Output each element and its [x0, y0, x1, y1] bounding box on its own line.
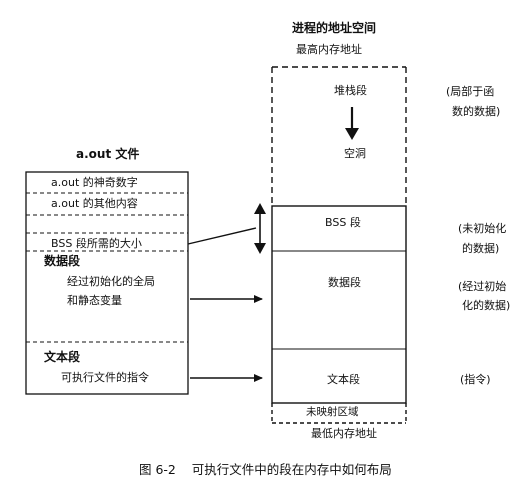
aout-file-column: [25, 171, 189, 395]
address-space-title: 进程的地址空间: [292, 21, 377, 35]
empty-hole-label: 空洞: [344, 147, 366, 160]
aout-data-line1: 经过初始化的全局: [67, 275, 155, 288]
connectors: [187, 203, 266, 382]
bss-segment-label: BSS 段: [325, 216, 361, 229]
data-segment-label: 数据段: [328, 276, 361, 289]
figure-caption: 图 6-2 可执行文件中的段在内存中如何布局: [139, 462, 392, 477]
stack-note-line1: (局部于函: [446, 85, 495, 98]
bss-note-line2: 的数据): [462, 242, 500, 255]
stack-segment-label: 堆栈段: [334, 84, 367, 97]
unmapped-region-label: 未映射区域: [306, 406, 359, 418]
text-segment-label: 文本段: [327, 373, 360, 386]
highest-address-label: 最高内存地址: [296, 43, 362, 56]
aout-file-box: [25, 171, 189, 395]
text-note: (指令): [460, 373, 491, 386]
aout-magic-number: a.out 的神奇数字: [51, 176, 138, 189]
data-note-line2: 化的数据): [462, 299, 511, 312]
segments-box: [271, 205, 407, 404]
address-space-column: [271, 66, 407, 424]
aout-text-title: 文本段: [44, 350, 81, 364]
stack-note-line2: 数的数据): [452, 105, 501, 118]
aout-data-title: 数据段: [44, 254, 81, 268]
lowest-address-label: 最低内存地址: [311, 427, 377, 440]
bss-note-line1: (未初始化: [458, 222, 507, 235]
data-note-line1: (经过初始: [458, 280, 507, 293]
bss-size-label: BSS 段所需的大小: [51, 237, 142, 250]
aout-text-line1: 可执行文件的指令: [61, 371, 149, 384]
aout-data-line2: 和静态变量: [67, 294, 122, 307]
bss-connector: [187, 227, 257, 245]
aout-file-title: a.out 文件: [76, 147, 140, 161]
aout-other-contents: a.out 的其他内容: [51, 197, 138, 210]
